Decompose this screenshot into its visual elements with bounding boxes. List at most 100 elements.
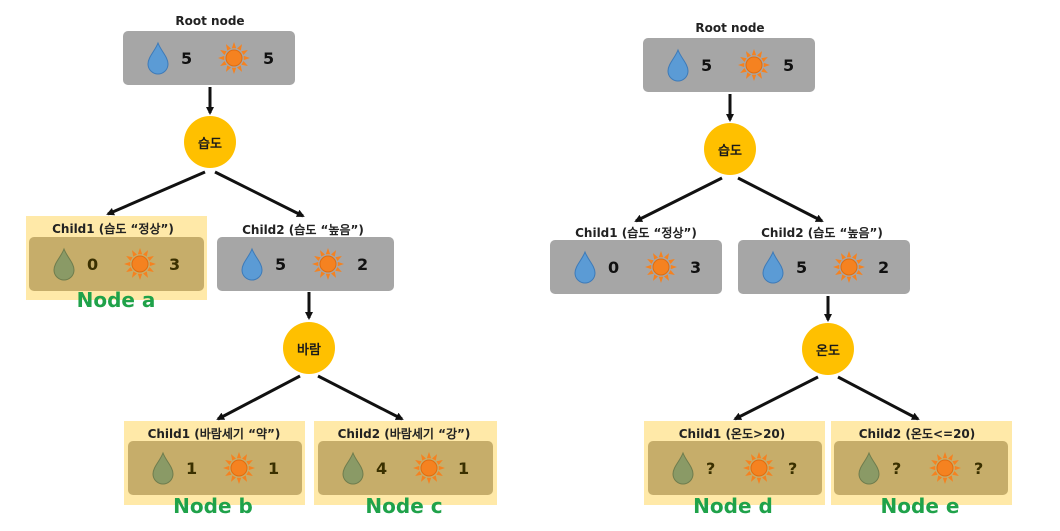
sun-ray xyxy=(766,470,773,476)
sun-ray xyxy=(835,259,842,265)
right-child22-box: ? ? xyxy=(834,441,1008,495)
sun-ray xyxy=(670,264,677,270)
node-c-label: Node c xyxy=(365,494,443,518)
right-split-to-child2-arrow xyxy=(737,176,824,223)
sun-icon xyxy=(124,248,156,280)
sun-ray xyxy=(320,250,326,257)
right-split-temperature: 온도 xyxy=(802,323,854,375)
sun-ray xyxy=(218,55,225,61)
sun-ray xyxy=(236,44,242,51)
right-child2-label: Child2 (습도 “높음”) xyxy=(761,226,883,240)
sun-ray xyxy=(226,44,232,51)
sun-ray xyxy=(314,266,321,272)
sun-ray xyxy=(142,271,148,278)
sun-ray xyxy=(142,250,148,257)
sun-ray xyxy=(147,256,154,262)
sun-ray xyxy=(312,261,319,267)
right-split-humidity: 습도 xyxy=(704,123,756,175)
sun-count: 2 xyxy=(878,258,890,277)
sun-ray xyxy=(246,460,253,466)
sun-ray xyxy=(335,266,342,272)
water-count: 5 xyxy=(275,255,287,274)
sun-ray xyxy=(846,251,852,258)
water-count: 5 xyxy=(796,258,808,277)
left-child2-box: 5 2 xyxy=(217,237,394,291)
sun-ray xyxy=(147,266,154,272)
sun-ray xyxy=(851,274,857,281)
sun-ray xyxy=(751,475,757,482)
sun-ray xyxy=(931,470,938,476)
sun-ray xyxy=(647,259,654,265)
sun-icon xyxy=(738,49,770,81)
sun-ray xyxy=(413,465,420,471)
sun-ray xyxy=(851,253,857,260)
sun-ray xyxy=(226,65,232,72)
sun-ray xyxy=(132,250,138,257)
sun-ray xyxy=(137,273,143,280)
sun-ray xyxy=(761,475,767,482)
right-child21-label: Child1 (온도>20) xyxy=(678,427,786,441)
node-b-label: Node b xyxy=(173,494,253,518)
sun-ray xyxy=(246,470,253,476)
sun-icon xyxy=(312,248,344,280)
sun-ray xyxy=(929,465,936,471)
sun-ray xyxy=(436,470,443,476)
left-split-humidity: 습도 xyxy=(184,116,236,168)
sun-icon xyxy=(218,42,250,74)
sun-ray xyxy=(426,452,432,459)
left-split2-to-child21-arrow xyxy=(216,374,301,421)
sun-count: ? xyxy=(974,459,984,478)
sun-ray xyxy=(942,477,948,484)
water-count: 5 xyxy=(181,49,193,68)
water-count: ? xyxy=(892,459,902,478)
sun-ray xyxy=(761,67,768,73)
sun-ray xyxy=(236,477,242,484)
sun-ray xyxy=(647,269,654,275)
sun-icon xyxy=(223,452,255,484)
sun-count: 5 xyxy=(783,56,795,75)
sun-ray xyxy=(645,264,652,270)
sun-icon xyxy=(929,452,961,484)
sun-ray xyxy=(124,261,131,267)
right-root-box: 5 5 xyxy=(643,38,815,92)
sun-ray xyxy=(220,50,227,56)
sun-ray xyxy=(415,470,422,476)
right-root-label: Root node xyxy=(695,21,765,35)
sun-ray xyxy=(833,264,840,270)
right-split-to-child1-arrow xyxy=(634,176,723,223)
water-drop-icon xyxy=(858,451,880,485)
right-child21-box: ? ? xyxy=(648,441,822,495)
left-split-to-child2-arrow xyxy=(214,170,305,218)
sun-ray xyxy=(743,465,750,471)
water-count: ? xyxy=(706,459,716,478)
sun-ray xyxy=(841,253,847,260)
sun-ray xyxy=(668,269,675,275)
sun-icon xyxy=(833,251,865,283)
sun-ray xyxy=(761,454,767,461)
water-count: 0 xyxy=(87,255,99,274)
right-child1-box: 0 3 xyxy=(550,240,722,294)
node-d-label: Node d xyxy=(693,494,773,518)
sun-ray xyxy=(942,452,948,459)
water-count: 4 xyxy=(376,459,388,478)
sun-ray xyxy=(132,271,138,278)
sun-ray xyxy=(436,460,443,466)
sun-ray xyxy=(231,454,237,461)
sun-ray xyxy=(756,72,762,79)
sun-ray xyxy=(225,470,232,476)
sun-ray xyxy=(236,65,242,72)
water-count: 5 xyxy=(701,56,713,75)
water-drop-icon xyxy=(342,451,364,485)
left-child1-box: 0 3 xyxy=(29,237,204,291)
sun-ray xyxy=(325,273,331,280)
sun-ray xyxy=(243,55,250,61)
water-drop-icon xyxy=(672,451,694,485)
water-drop-icon xyxy=(152,451,174,485)
right-split2-to-child22-arrow xyxy=(837,375,920,421)
sun-count: 5 xyxy=(263,49,275,68)
node-a-label: Node a xyxy=(76,288,156,312)
sun-ray xyxy=(653,253,659,260)
water-drop-icon xyxy=(147,41,169,75)
sun-ray xyxy=(415,460,422,466)
